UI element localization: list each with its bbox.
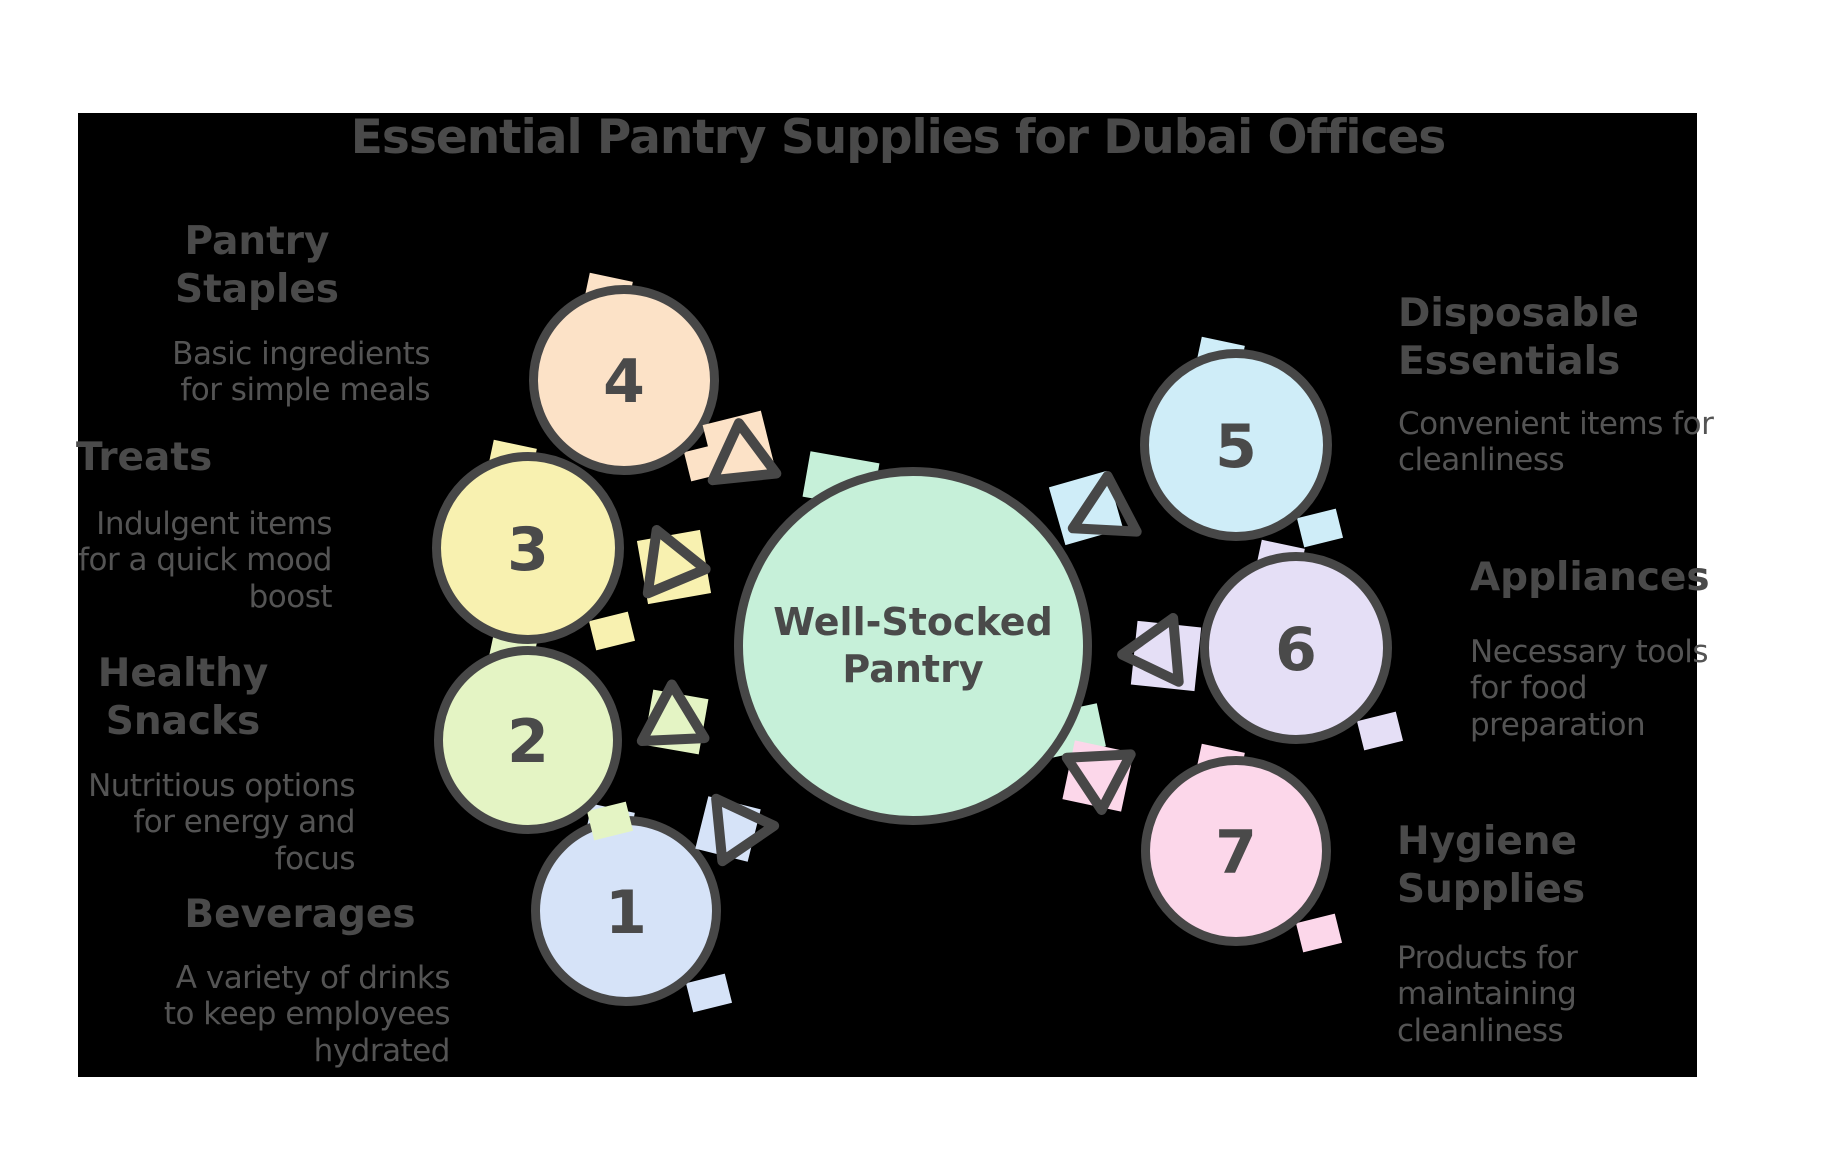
node-number-6: 6 bbox=[1275, 615, 1317, 685]
label-treats: Treats bbox=[76, 435, 213, 480]
triangle-icon bbox=[642, 524, 711, 599]
triangle-icon bbox=[1067, 471, 1142, 537]
connector-arrow-6 bbox=[1117, 612, 1202, 692]
triangle-icon bbox=[1117, 613, 1184, 687]
node-number-1: 1 bbox=[605, 878, 647, 948]
triangle-icon bbox=[711, 793, 780, 867]
node-circle-hygiene-supplies: 7 bbox=[1141, 743, 1343, 953]
desc-pantry-staples: Basic ingredients for simple meals bbox=[172, 336, 430, 409]
connector-arrow-1 bbox=[695, 793, 780, 874]
node-circle-disposable-essentials: 5 bbox=[1140, 336, 1344, 548]
node-circle-treats: 3 bbox=[432, 439, 636, 651]
node-number-4: 4 bbox=[603, 347, 645, 417]
connector-arrow-2 bbox=[636, 679, 718, 764]
label-hygiene-supplies: Hygiene Supplies bbox=[1397, 819, 1586, 912]
label-disposable-essentials: Disposable Essentials bbox=[1398, 291, 1639, 384]
node-number-3: 3 bbox=[507, 515, 549, 585]
node-circle-pantry-staples: 4 bbox=[529, 272, 731, 482]
page-title: Essential Pantry Supplies for Dubai Offi… bbox=[350, 110, 1446, 165]
label-healthy-snacks: Healthy Snacks bbox=[97, 651, 269, 744]
connector-arrow-4 bbox=[702, 410, 782, 493]
desc-healthy-snacks: Nutritious options for energy and focus bbox=[88, 768, 355, 877]
label-appliances: Appliances bbox=[1470, 555, 1710, 600]
desc-beverages: A variety of drinks to keep employees hy… bbox=[163, 960, 451, 1069]
label-beverages: Beverages bbox=[184, 892, 416, 937]
central-label: Well-Stocked Pantry bbox=[773, 599, 1053, 692]
desc-hygiene-supplies: Products for maintaining cleanliness bbox=[1397, 940, 1578, 1049]
triangle-icon bbox=[636, 679, 710, 746]
central-circle: Well-Stocked Pantry bbox=[734, 467, 1092, 825]
connector-arrow-5 bbox=[1048, 466, 1142, 546]
node-circle-healthy-snacks: 2 bbox=[434, 633, 634, 841]
desc-treats: Indulgent items for a quick mood boost bbox=[78, 506, 332, 615]
connector-arrow-7 bbox=[1060, 740, 1140, 820]
desc-appliances: Necessary tools for food preparation bbox=[1470, 634, 1708, 743]
triangle-icon bbox=[1061, 749, 1136, 815]
node-number-5: 5 bbox=[1215, 412, 1257, 482]
node-number-2: 2 bbox=[507, 707, 549, 777]
triangle-icon bbox=[707, 418, 782, 486]
connector-arrow-3 bbox=[636, 524, 716, 605]
desc-disposable-essentials: Convenient items for cleanliness bbox=[1398, 406, 1714, 479]
central-node: Well-Stocked Pantry bbox=[734, 451, 1106, 825]
node-number-7: 7 bbox=[1215, 818, 1257, 888]
node-circle-appliances: 6 bbox=[1200, 539, 1404, 751]
label-pantry-staples: Pantry Staples bbox=[175, 219, 339, 312]
